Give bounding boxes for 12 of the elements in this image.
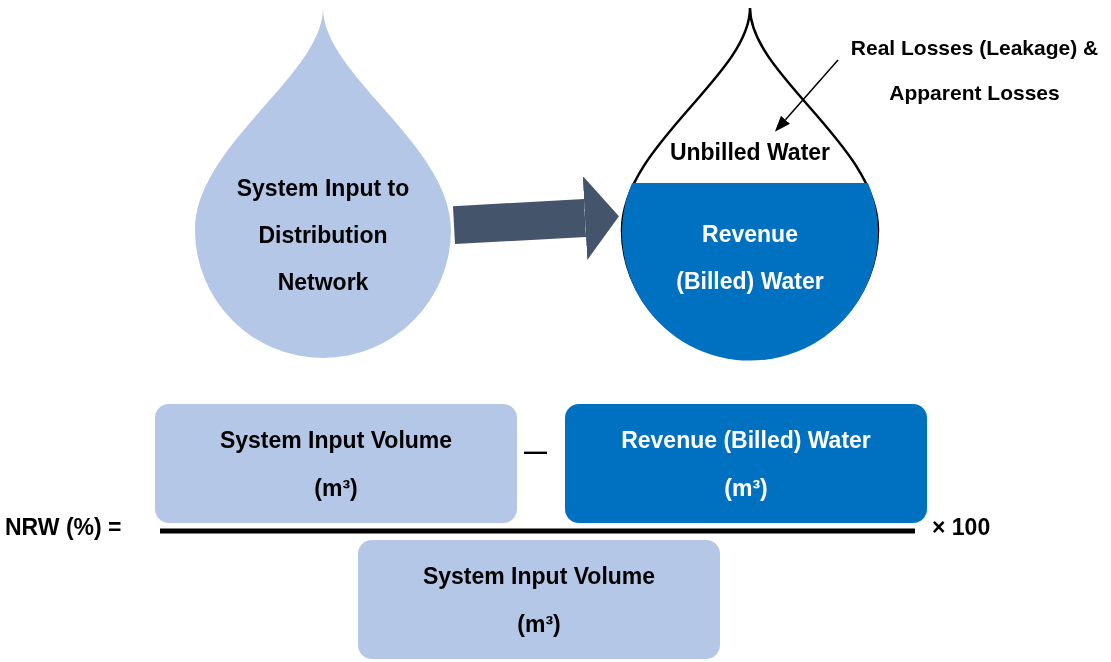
formula-box: System Input Volume (m³) [155, 404, 517, 523]
callout-text: Real Losses (Leakage) & Apparent Losses [849, 35, 1100, 106]
leader-arrow [774, 59, 839, 132]
formula-box: Revenue (Billed) Water (m³) [565, 404, 927, 523]
minus-sign: — [524, 438, 547, 465]
drop-label: System Input to Distribution Network [235, 174, 411, 297]
formula-box: System Input Volume (m³) [358, 540, 720, 659]
segment-label: Revenue (Billed) Water [675, 220, 825, 296]
equation-text: NRW (%) = [5, 514, 122, 541]
drop-label: Unbilled Water [668, 138, 832, 167]
block-arrow [453, 176, 619, 260]
multiplier-text: × 100 [932, 514, 991, 541]
